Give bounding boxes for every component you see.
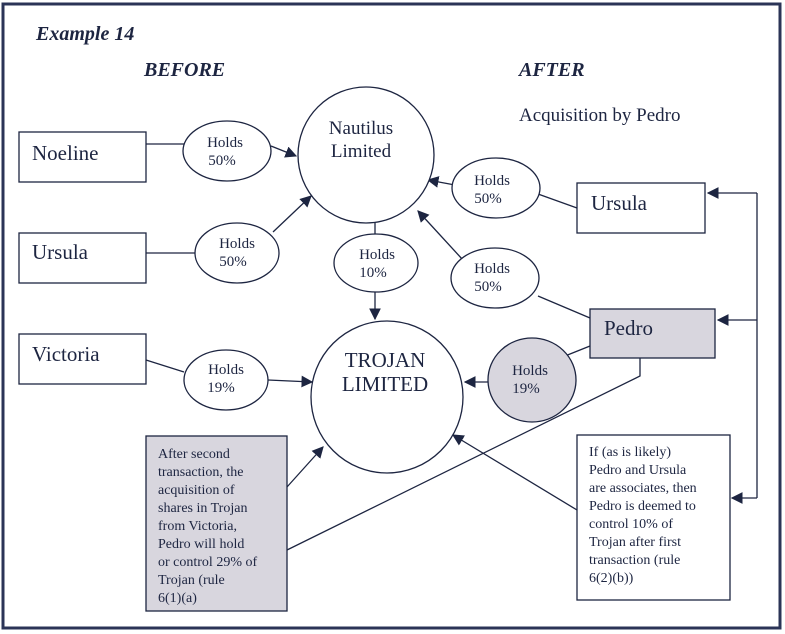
note-line: If (as is likely) — [589, 445, 671, 460]
entity-victoria: Victoria — [18, 333, 147, 385]
holding-victoria-trojan: Holds 19% — [183, 349, 269, 411]
entity-label: Pedro — [604, 316, 653, 340]
note-line: Trojan after first — [589, 535, 681, 550]
entity-noeline: Noeline — [18, 131, 147, 183]
company-name-line-1: Nautilus — [329, 118, 393, 139]
note-line: are associates, then — [589, 481, 697, 496]
note-line: transaction (rule — [589, 553, 680, 568]
holding-ursula-right-nautilus: Holds 50% — [451, 157, 541, 219]
holding-label: Holds — [208, 362, 244, 378]
holding-percent: 50% — [219, 254, 247, 270]
note-line: Trojan (rule — [158, 573, 225, 588]
connectors — [145, 143, 758, 551]
line-ursula-right-holds — [537, 193, 578, 209]
note-associates: If (as is likely) Pedro and Ursula are a… — [576, 434, 731, 601]
note-second-transaction: After second transaction, the acquisitio… — [145, 435, 288, 612]
diagram-title: Example 14 — [35, 23, 134, 45]
arrow-note-trojan — [286, 446, 324, 488]
arrow-noeline-nautilus — [270, 145, 298, 158]
note-line: 6(1)(a) — [158, 591, 197, 606]
holding-percent: 50% — [474, 191, 502, 207]
line-pedro-holds-trojan — [564, 345, 591, 357]
note-line: from Victoria, — [158, 519, 237, 534]
holding-percent: 19% — [207, 380, 235, 396]
holding-label: Holds — [207, 135, 243, 151]
arrow-ursula-right-nautilus — [426, 176, 456, 188]
holding-label: Holds — [359, 247, 395, 263]
holding-percent: 19% — [512, 381, 540, 397]
holding-ursula-nautilus: Holds 50% — [194, 222, 280, 284]
holding-pedro-nautilus: Holds 50% — [450, 247, 540, 309]
note-line: Pedro will hold — [158, 537, 244, 552]
note-line: acquisition of — [158, 483, 235, 498]
holding-label: Holds — [512, 363, 548, 379]
line-victoria-holds — [145, 359, 185, 373]
company-name-line-1: TROJAN — [345, 348, 426, 372]
company-nautilus: Nautilus Limited — [297, 86, 435, 224]
note-line: After second — [158, 447, 230, 462]
company-trojan: TROJAN LIMITED — [310, 320, 464, 474]
holding-noeline-nautilus: Holds 50% — [182, 120, 272, 182]
after-heading: AFTER — [517, 59, 585, 81]
entity-label: Noeline — [32, 141, 98, 165]
note-line: control 10% of — [589, 517, 673, 532]
holding-percent: 10% — [359, 265, 387, 281]
before-heading: BEFORE — [143, 59, 225, 81]
entity-ursula-left: Ursula — [18, 232, 147, 284]
note-line: or control 29% of — [158, 555, 257, 570]
line-pedro-holds-nautilus — [537, 295, 591, 319]
entity-label: Ursula — [32, 240, 89, 264]
entity-label: Victoria — [32, 342, 100, 366]
line-pedro-to-note — [286, 358, 641, 551]
note-line: Pedro is deemed to — [589, 499, 696, 514]
note-line: 6(2)(b)) — [589, 571, 634, 586]
company-name-line-2: LIMITED — [342, 372, 428, 396]
after-subheading: Acquisition by Pedro — [519, 105, 681, 126]
entity-label: Ursula — [591, 191, 648, 215]
arrow-associates-trojan — [451, 434, 578, 511]
holding-pedro-trojan: Holds 19% — [487, 337, 577, 423]
holding-label: Holds — [474, 261, 510, 277]
holding-percent: 50% — [208, 153, 236, 169]
entity-ursula-right: Ursula — [576, 182, 706, 234]
arrow-victoria-trojan — [267, 375, 314, 388]
note-line: Pedro and Ursula — [589, 463, 687, 478]
holding-label: Holds — [474, 173, 510, 189]
holding-percent: 50% — [474, 279, 502, 295]
entity-pedro: Pedro — [589, 308, 716, 359]
holding-label: Holds — [219, 236, 255, 252]
holding-nautilus-trojan: Holds 10% — [333, 233, 419, 293]
note-line: transaction, the — [158, 465, 244, 480]
arrow-ursula-nautilus — [272, 195, 312, 233]
note-line: shares in Trojan — [158, 501, 247, 516]
company-name-line-2: Limited — [331, 141, 392, 162]
arrow-pedro-nautilus — [417, 210, 464, 261]
